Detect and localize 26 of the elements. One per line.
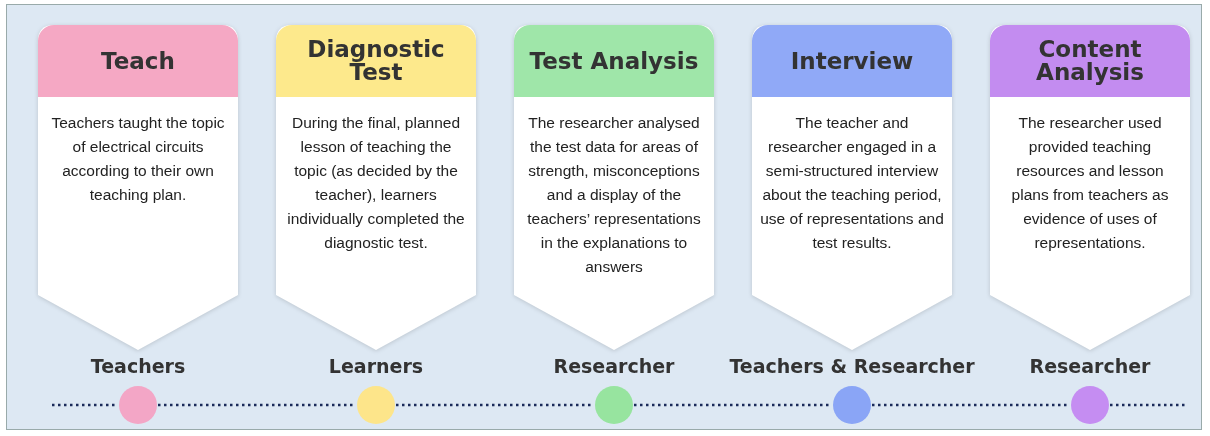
step-card bbox=[990, 25, 1190, 350]
actor-label: Teachers bbox=[90, 355, 186, 377]
step-title: Diagnostic Test bbox=[276, 25, 476, 97]
step-description: The researcher used provided teaching resources and lesson plans from teachers as evidence of uses of representations. bbox=[1010, 113, 1170, 253]
dotted-line bbox=[52, 403, 118, 407]
dotted-line bbox=[158, 403, 356, 407]
step-card bbox=[752, 25, 952, 350]
dotted-line bbox=[634, 403, 832, 407]
step-description: Teachers taught the topic of electrical circuits according to their own teaching plan. bbox=[50, 113, 226, 205]
step-description: The researcher analysed the test data for areas of strength, misconceptions and a display of the teachers’ representations in the explanations to answers bbox=[526, 113, 702, 277]
step-title: Interview bbox=[752, 25, 952, 97]
actor-label: Researcher bbox=[553, 355, 675, 377]
dotted-line bbox=[1110, 403, 1188, 407]
step-title: Content Analysis bbox=[990, 25, 1190, 97]
step-card bbox=[514, 25, 714, 350]
step-title: Teach bbox=[38, 25, 238, 97]
step-card bbox=[38, 25, 238, 350]
step-card bbox=[276, 25, 476, 350]
step-description: The teacher and researcher engaged in a semi-structured interview about the teaching period, use of representations and test results. bbox=[760, 113, 944, 253]
step-description: During the final, planned lesson of teaching the topic (as decided by the teacher), learners individually completed the diagnostic test. bbox=[286, 113, 466, 253]
actor-label: Learners bbox=[328, 355, 424, 377]
actor-label: Researcher bbox=[1029, 355, 1151, 377]
dotted-line bbox=[396, 403, 594, 407]
dotted-line bbox=[872, 403, 1070, 407]
step-title: Test Analysis bbox=[514, 25, 714, 97]
actor-label: Teachers & Researcher bbox=[729, 355, 975, 377]
